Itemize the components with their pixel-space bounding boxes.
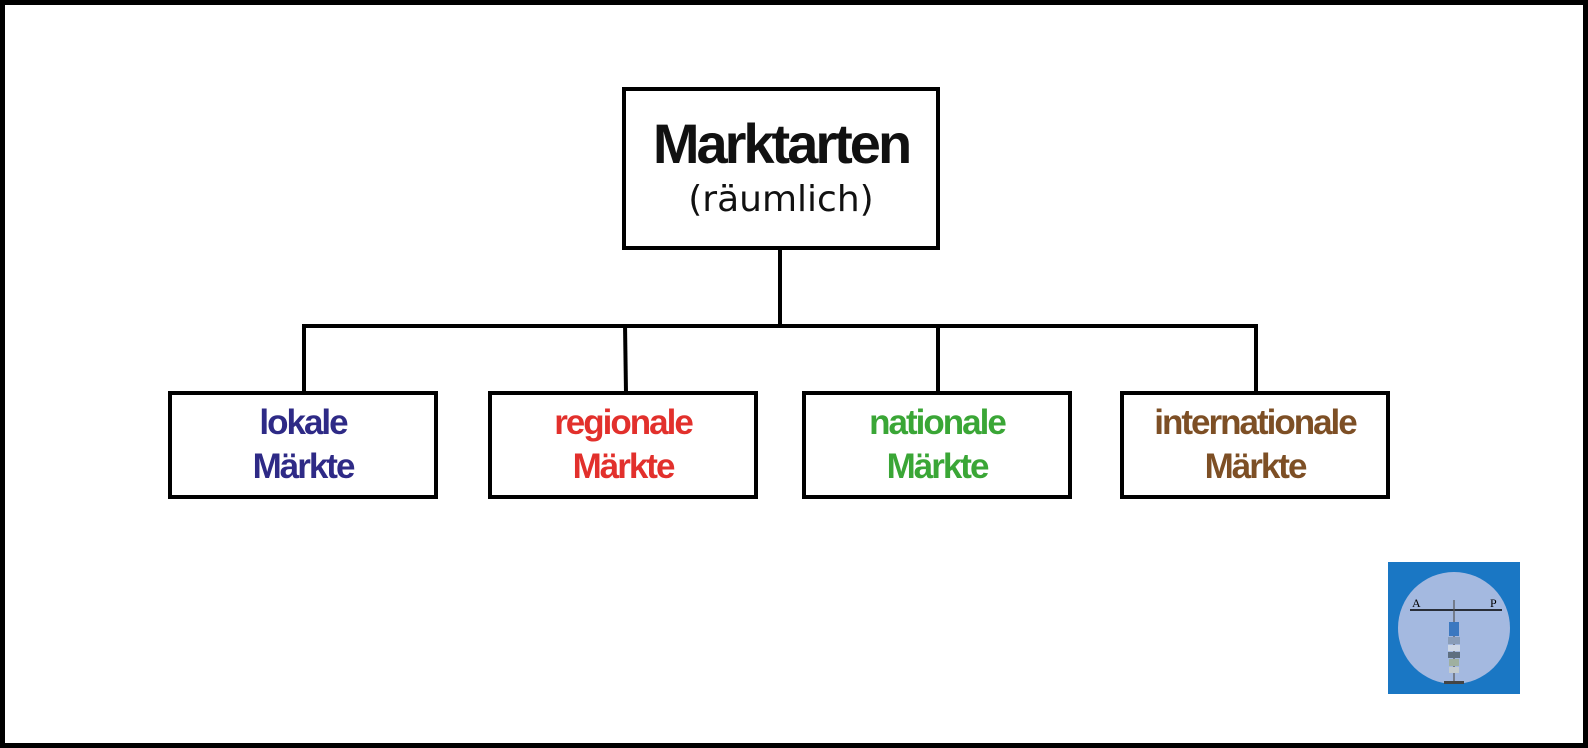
- balance-scale-logo: A P: [1388, 562, 1520, 694]
- node-regionale-line1: regionale: [554, 403, 694, 442]
- logo-syringe-band-1: [1448, 637, 1460, 644]
- logo-letter-a: A: [1412, 596, 1421, 610]
- node-lokale-line1: lokale: [259, 403, 348, 442]
- node-internationale-line1: internationale: [1154, 403, 1357, 442]
- node-lokale-maerkte: lokale Märkte: [168, 391, 438, 499]
- logo-syringe-top: [1449, 622, 1459, 636]
- node-regionale-maerkte: regionale Märkte: [488, 391, 758, 499]
- child-connector-regionale: [623, 323, 628, 394]
- node-regionale-line2: Märkte: [572, 447, 676, 486]
- root-node: Marktarten (räumlich): [622, 87, 940, 250]
- logo-syringe-band-3: [1448, 652, 1460, 658]
- logo-letter-p: P: [1490, 596, 1497, 610]
- node-nationale-line1: nationale: [869, 403, 1007, 442]
- node-internationale-line2: Märkte: [1204, 447, 1308, 486]
- logo-syringe-band-2: [1448, 645, 1460, 651]
- logo-syringe-band-5: [1449, 667, 1459, 673]
- node-lokale-line2: Märkte: [252, 447, 356, 486]
- root-title: Marktarten: [652, 111, 912, 175]
- logo-scale-base: [1444, 681, 1464, 684]
- root-subtitle: (räumlich): [688, 178, 874, 220]
- node-internationale-maerkte: internationale Märkte: [1120, 391, 1390, 499]
- node-nationale-line2: Märkte: [886, 447, 990, 486]
- node-nationale-maerkte: nationale Märkte: [802, 391, 1072, 499]
- logo-syringe-band-4: [1449, 659, 1459, 666]
